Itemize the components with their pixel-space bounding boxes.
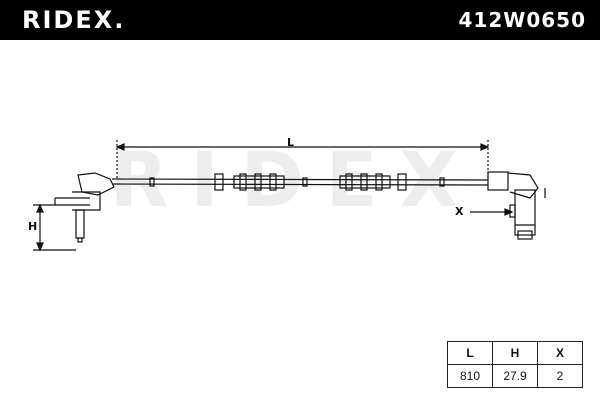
header-bar: RIDEX. 412W0650 bbox=[0, 0, 600, 40]
header-cell-h: H bbox=[492, 341, 538, 365]
left-sensor-head bbox=[54, 172, 115, 243]
value-cell-h: 27.9 bbox=[492, 364, 538, 388]
dimensions-table: L H X 810 27.9 2 bbox=[447, 341, 583, 388]
sensor-cable bbox=[111, 173, 489, 191]
part-number: 412W0650 bbox=[458, 8, 586, 32]
length-arrow-left bbox=[115, 143, 125, 151]
right-connector bbox=[487, 171, 546, 240]
length-label: L bbox=[287, 136, 295, 149]
length-arrow-right bbox=[480, 143, 490, 151]
dimensions-header-row: L H X bbox=[447, 341, 583, 365]
offset-dimension bbox=[470, 208, 514, 216]
height-dimension bbox=[33, 203, 76, 252]
brand-logo: RIDEX. bbox=[22, 6, 126, 34]
height-label: H bbox=[28, 220, 38, 233]
header-cell-l: L bbox=[447, 341, 493, 365]
dimensions-value-row: 810 27.9 2 bbox=[447, 364, 583, 388]
offset-label: X bbox=[455, 205, 464, 218]
sensor-drawing bbox=[33, 140, 546, 252]
value-cell-x: 2 bbox=[537, 364, 583, 388]
header-cell-x: X bbox=[537, 341, 583, 365]
value-cell-l: 810 bbox=[447, 364, 493, 388]
